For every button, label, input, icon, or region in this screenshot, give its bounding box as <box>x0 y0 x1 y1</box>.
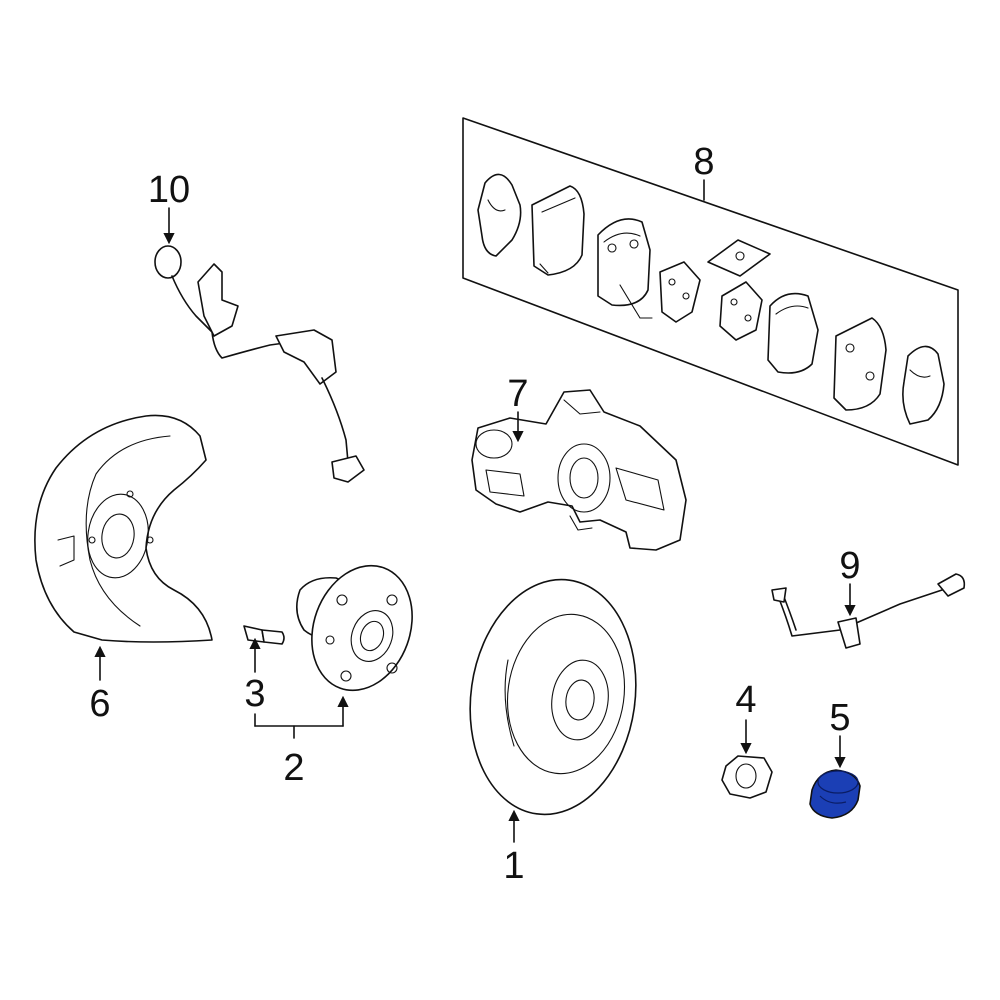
callout-9[interactable]: 9 <box>839 545 860 587</box>
sensor-bracket <box>197 263 239 337</box>
callout-7[interactable]: 7 <box>507 373 528 415</box>
sensor-clip <box>275 329 337 385</box>
sensor-connector <box>154 245 182 279</box>
pad-5 <box>833 317 887 411</box>
pad-4 <box>767 292 819 374</box>
pad-1 <box>477 173 522 257</box>
part-9-brake-hose[interactable] <box>771 573 966 649</box>
callout-1[interactable]: 1 <box>503 845 524 887</box>
part-4-hub-nut[interactable] <box>721 755 773 799</box>
pad-clip-2 <box>719 281 763 341</box>
sensor-wire <box>171 275 293 359</box>
part-3-wheel-stud[interactable] <box>243 625 285 645</box>
pad-shim <box>707 239 771 277</box>
part-6-splash-shield[interactable] <box>34 414 213 643</box>
part-1-brake-rotor[interactable] <box>455 569 650 826</box>
callout-5[interactable]: 5 <box>829 697 850 739</box>
pad-clip-1 <box>659 261 701 323</box>
callout-8[interactable]: 8 <box>693 141 714 183</box>
pad-2 <box>531 185 585 276</box>
part-2-hub-assembly[interactable] <box>295 551 429 704</box>
part-10-abs-sensor[interactable] <box>154 245 365 483</box>
callout-3[interactable]: 3 <box>244 673 265 715</box>
part-5-hub-cap[interactable] <box>809 769 861 819</box>
callout-10[interactable]: 10 <box>148 169 190 211</box>
part-7-caliper[interactable] <box>471 389 687 551</box>
pad-3 <box>597 218 653 319</box>
callout-4[interactable]: 4 <box>735 679 756 721</box>
pad-6 <box>902 345 945 425</box>
callout-2[interactable]: 2 <box>283 747 304 789</box>
callout-6[interactable]: 6 <box>89 683 110 725</box>
sensor-head <box>331 455 365 483</box>
callout-numbers: 1 2 3 4 5 6 7 8 9 10 <box>89 141 860 887</box>
part-8-brake-pads-kit[interactable] <box>462 117 959 466</box>
leader-lines <box>94 179 856 843</box>
